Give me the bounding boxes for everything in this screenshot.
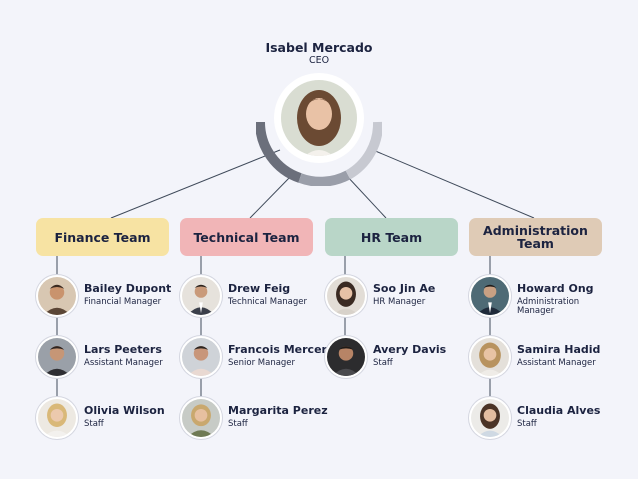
member-name: Bailey Dupont bbox=[84, 282, 172, 295]
member-role: Staff bbox=[517, 419, 537, 429]
avatar bbox=[325, 275, 367, 317]
connector-ceo-hr bbox=[345, 174, 387, 219]
avatar bbox=[36, 275, 78, 317]
member-card[interactable]: Soo Jin Ae HR Manager bbox=[325, 275, 475, 319]
member-card[interactable]: Samira Hadid Assistant Manager bbox=[469, 336, 619, 380]
ceo-ring-arc-right bbox=[345, 121, 382, 180]
connector-ceo-technical bbox=[249, 174, 293, 219]
member-card[interactable]: Olivia Wilson Staff bbox=[36, 397, 186, 441]
ceo-photo bbox=[281, 80, 357, 156]
member-card[interactable]: Francois Mercer Senior Manager bbox=[180, 336, 330, 380]
avatar bbox=[469, 397, 511, 439]
member-card[interactable]: Avery Davis Staff bbox=[325, 336, 475, 380]
member-name: Samira Hadid bbox=[517, 343, 601, 356]
team-technical-label: Technical Team bbox=[193, 229, 300, 245]
member-role: Technical Manager bbox=[228, 297, 307, 307]
team-hr[interactable]: HR Team bbox=[325, 218, 458, 256]
avatar bbox=[325, 336, 367, 378]
member-card[interactable]: Lars Peeters Assistant Manager bbox=[36, 336, 186, 380]
member-name: Avery Davis bbox=[373, 343, 447, 356]
member-card[interactable]: Howard Ong Administration Manager bbox=[469, 275, 619, 319]
ceo-title: CEO bbox=[308, 55, 330, 66]
avatar bbox=[469, 336, 511, 378]
member-role: Assistant Manager bbox=[84, 358, 163, 368]
member-role: Senior Manager bbox=[228, 358, 296, 368]
member-name: Drew Feig bbox=[228, 282, 291, 295]
team-administration[interactable]: Administration Team bbox=[469, 218, 602, 256]
ceo-avatar[interactable] bbox=[256, 72, 382, 186]
member-card[interactable]: Claudia Alves Staff bbox=[469, 397, 619, 441]
member-name: Claudia Alves bbox=[517, 404, 601, 417]
member-role: Administration Manager bbox=[517, 297, 580, 316]
ceo-name: Isabel Mercado bbox=[265, 40, 373, 55]
member-role: Staff bbox=[84, 419, 104, 429]
member-name: Lars Peeters bbox=[84, 343, 162, 356]
member-role: Assistant Manager bbox=[517, 358, 596, 368]
member-role: Staff bbox=[373, 358, 393, 368]
ceo-ring-arc-left bbox=[256, 121, 302, 183]
avatar bbox=[180, 275, 222, 317]
member-name: Howard Ong bbox=[517, 282, 594, 295]
member-card[interactable]: Drew Feig Technical Manager bbox=[180, 275, 330, 319]
member-role: HR Manager bbox=[373, 297, 426, 307]
member-name: Soo Jin Ae bbox=[373, 282, 436, 295]
avatar bbox=[180, 397, 222, 439]
member-role: Staff bbox=[228, 419, 248, 429]
member-card[interactable]: Margarita Perez Staff bbox=[180, 397, 330, 441]
team-finance-label: Finance Team bbox=[54, 229, 151, 245]
member-name: Francois Mercer bbox=[228, 343, 327, 356]
ceo-ring-arc-bottom bbox=[298, 170, 351, 186]
avatar bbox=[36, 397, 78, 439]
connector-ceo-administration bbox=[372, 149, 535, 219]
avatar bbox=[36, 336, 78, 378]
avatar bbox=[180, 336, 222, 378]
member-card[interactable]: Bailey Dupont Financial Manager bbox=[36, 275, 186, 319]
team-hr-label: HR Team bbox=[360, 229, 423, 245]
team-administration-label: Administration Team bbox=[483, 223, 588, 251]
team-finance[interactable]: Finance Team bbox=[36, 218, 169, 256]
avatar bbox=[469, 275, 511, 317]
member-role: Financial Manager bbox=[84, 297, 162, 307]
connector-ceo-finance bbox=[110, 149, 281, 219]
team-technical[interactable]: Technical Team bbox=[180, 218, 313, 256]
member-name: Margarita Perez bbox=[228, 404, 328, 417]
member-name: Olivia Wilson bbox=[84, 404, 165, 417]
